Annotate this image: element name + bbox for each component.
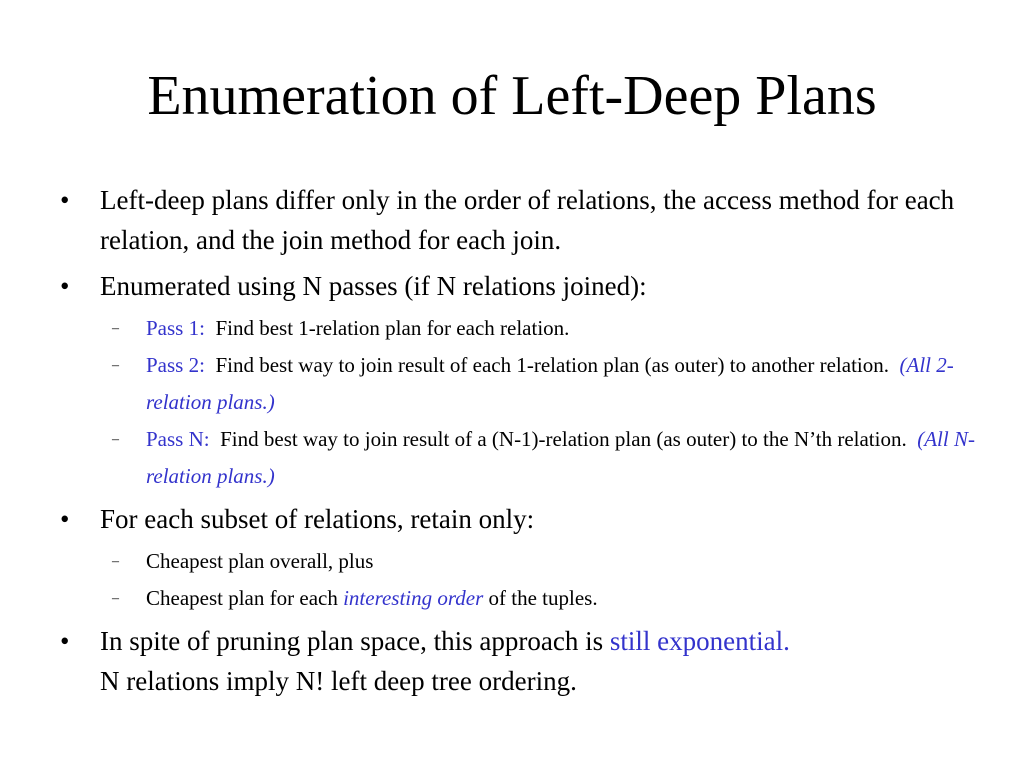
bullet-text-after: N relations imply N! left deep tree orde… — [100, 666, 577, 696]
emphasis-text: still exponential. — [609, 626, 790, 656]
bullet-text: For each subset of relations, retain onl… — [100, 504, 535, 534]
slide-title: Enumeration of Left-Deep Plans — [147, 65, 877, 127]
sub-list: – Cheapest plan overall, plus – Cheapest… — [60, 543, 990, 617]
pass-label: Pass 1: — [146, 316, 205, 340]
sub-item: – Pass 1: Find best 1-relation plan for … — [60, 310, 990, 347]
sub-text: Find best 1-relation plan for each relat… — [215, 316, 570, 340]
sub-note: (All 2-relation plans.) — [146, 353, 954, 414]
sub-text: Cheapest plan overall, plus — [146, 549, 374, 573]
bullet-item: • For each subset of relations, retain o… — [60, 499, 990, 539]
emphasis-text: interesting order — [343, 586, 484, 610]
dash-icon: – — [112, 358, 119, 373]
sub-text-before: Cheapest plan for each — [146, 586, 338, 610]
slide-body: • Left-deep plans differ only in the ord… — [60, 180, 990, 707]
sub-item: – Cheapest plan for each interesting ord… — [60, 580, 990, 617]
dash-icon: – — [112, 321, 119, 336]
dash-icon: – — [112, 554, 119, 569]
sub-note: (All N-relation plans.) — [146, 427, 975, 488]
bullet-icon: • — [60, 626, 70, 656]
sub-item: – Pass 2: Find best way to join result o… — [60, 347, 990, 421]
sub-list: – Pass 1: Find best 1-relation plan for … — [60, 310, 990, 495]
bullet-icon: • — [60, 185, 70, 215]
bullet-item: • In spite of pruning plan space, this a… — [60, 621, 990, 701]
bullet-text: Left-deep plans differ only in the order… — [100, 185, 955, 255]
bullet-icon: • — [60, 504, 70, 534]
dash-icon: – — [112, 432, 119, 447]
sub-item: – Cheapest plan overall, plus — [60, 543, 990, 580]
sub-text: Find best way to join result of a (N-1)-… — [220, 427, 907, 451]
bullet-icon: • — [60, 271, 70, 301]
pass-label: Pass N: — [146, 427, 210, 451]
sub-text-after: of the tuples. — [488, 586, 598, 610]
dash-icon: – — [112, 591, 119, 606]
pass-label: Pass 2: — [146, 353, 205, 377]
bullet-item: • Left-deep plans differ only in the ord… — [60, 180, 990, 260]
sub-text: Find best way to join result of each 1-r… — [215, 353, 889, 377]
bullet-text-before: In spite of pruning plan space, this app… — [100, 626, 604, 656]
sub-item: – Pass N: Find best way to join result o… — [60, 421, 990, 495]
bullet-text: Enumerated using N passes (if N relation… — [100, 271, 647, 301]
bullet-item: • Enumerated using N passes (if N relati… — [60, 266, 990, 306]
